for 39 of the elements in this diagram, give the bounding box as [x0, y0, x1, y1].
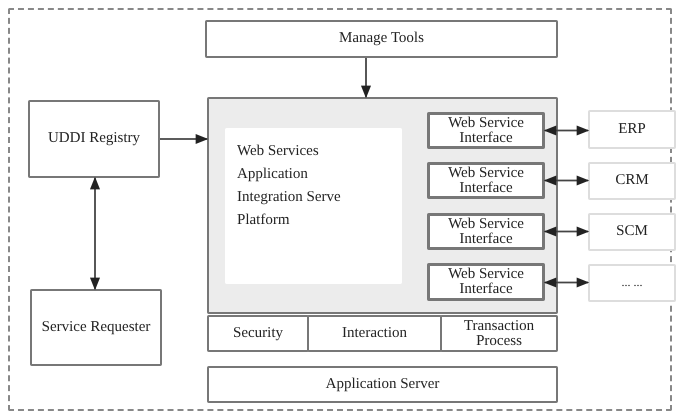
- arrow: [90, 176, 100, 290]
- arrow: [360, 58, 372, 98]
- arrow: [544, 226, 590, 237]
- node-label: Service Requester: [42, 318, 150, 337]
- node-label: Security: [233, 324, 283, 343]
- node-label: Web Service Interface: [447, 166, 525, 196]
- node-label: UDDI Registry: [48, 129, 140, 148]
- process-box: [440, 315, 558, 352]
- interface-box: [427, 112, 545, 149]
- process-box: [207, 315, 309, 352]
- node-label: Transaction Process: [462, 318, 536, 348]
- node-label: Web Services Application Integration Serve Platform: [237, 142, 342, 230]
- node-label: Web Service Interface: [447, 216, 525, 246]
- external-system-box: [588, 110, 676, 149]
- node-label: CRM: [615, 171, 649, 190]
- arrow: [544, 175, 590, 186]
- interface-box: [427, 263, 545, 301]
- external-system-box: [588, 162, 676, 200]
- node-label: Web Service Interface: [447, 267, 525, 297]
- process-box: [307, 315, 442, 352]
- arrow: [160, 134, 208, 144]
- node-label: SCM: [616, 222, 648, 242]
- arrow: [544, 277, 590, 288]
- process-box: [207, 366, 558, 403]
- node-label: Web Service Interface: [447, 116, 525, 146]
- external-system-box: [588, 264, 676, 302]
- node-label: ... ...: [622, 275, 642, 291]
- external-system-box: [588, 213, 676, 251]
- node-label: Manage Tools: [339, 29, 424, 48]
- process-box: [28, 100, 160, 178]
- process-box: [205, 20, 558, 58]
- interface-box: [427, 213, 545, 250]
- process-box: [30, 289, 162, 366]
- node-label: Application Server: [326, 374, 440, 394]
- node-label: ERP: [618, 120, 646, 139]
- interface-box: [427, 162, 545, 199]
- node-label: Interaction: [342, 324, 407, 343]
- platform-container: [207, 97, 558, 314]
- arrow: [544, 125, 590, 136]
